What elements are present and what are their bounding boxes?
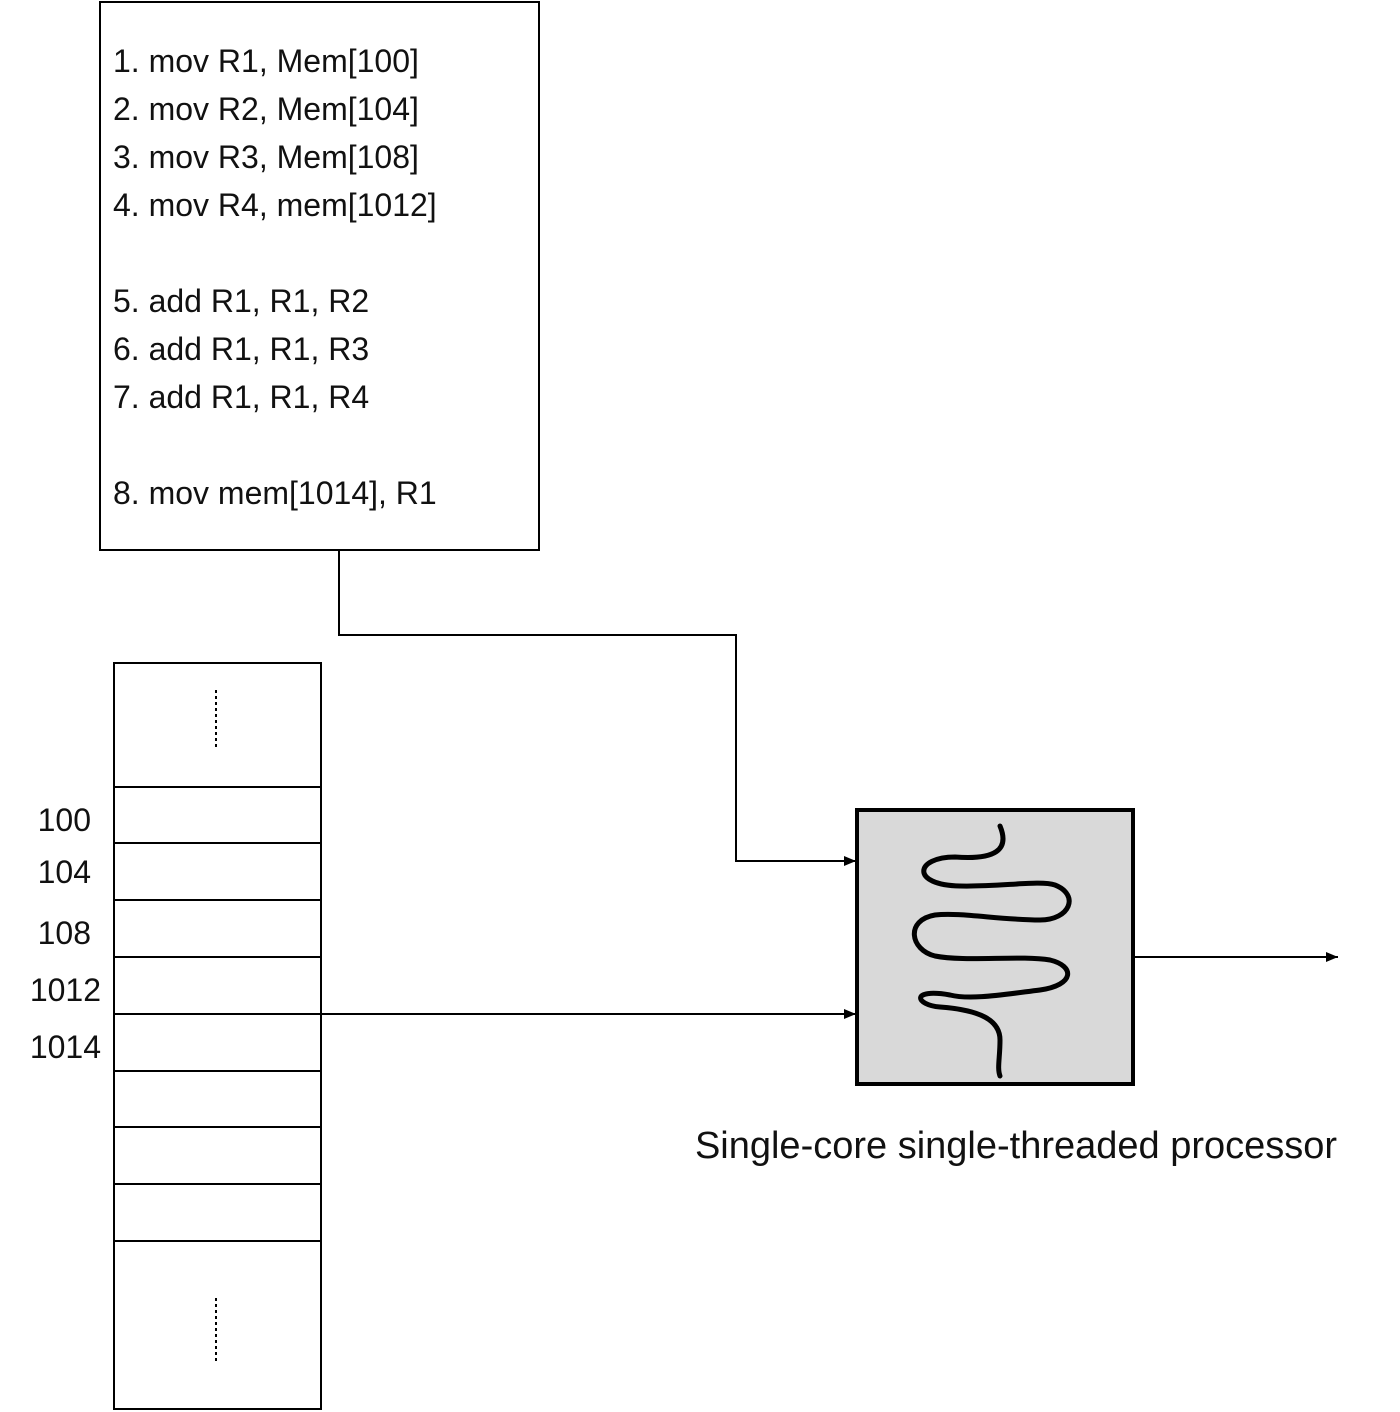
memory-address-label: 1014 — [30, 1029, 101, 1065]
instruction-line: 8. mov mem[1014], R1 — [113, 475, 437, 511]
instruction-line: 5. add R1, R1, R2 — [113, 283, 369, 319]
instruction-box: 1. mov R1, Mem[100] 2. mov R2, Mem[104] … — [99, 1, 540, 551]
processor-caption: Single-core single-threaded processor — [695, 1125, 1337, 1167]
instruction-to-processor-arrow — [338, 551, 856, 866]
memory-address-label: 104 — [38, 854, 91, 890]
memory-column — [113, 662, 322, 1410]
instruction-line: 4. mov R4, mem[1012] — [113, 187, 437, 223]
processor-box — [855, 808, 1135, 1086]
instruction-line: 6. add R1, R1, R3 — [113, 331, 369, 367]
instruction-line: 2. mov R2, Mem[104] — [113, 91, 419, 127]
thread-squiggle-icon — [911, 823, 1072, 1079]
instruction-line: 7. add R1, R1, R4 — [113, 379, 369, 415]
memory-address-label: 100 — [38, 802, 91, 838]
instruction-line: 1. mov R1, Mem[100] — [113, 43, 419, 79]
memory-address-label: 108 — [38, 915, 91, 951]
memory-address-label: 1012 — [30, 972, 101, 1008]
instruction-line: 3. mov R3, Mem[108] — [113, 139, 419, 175]
